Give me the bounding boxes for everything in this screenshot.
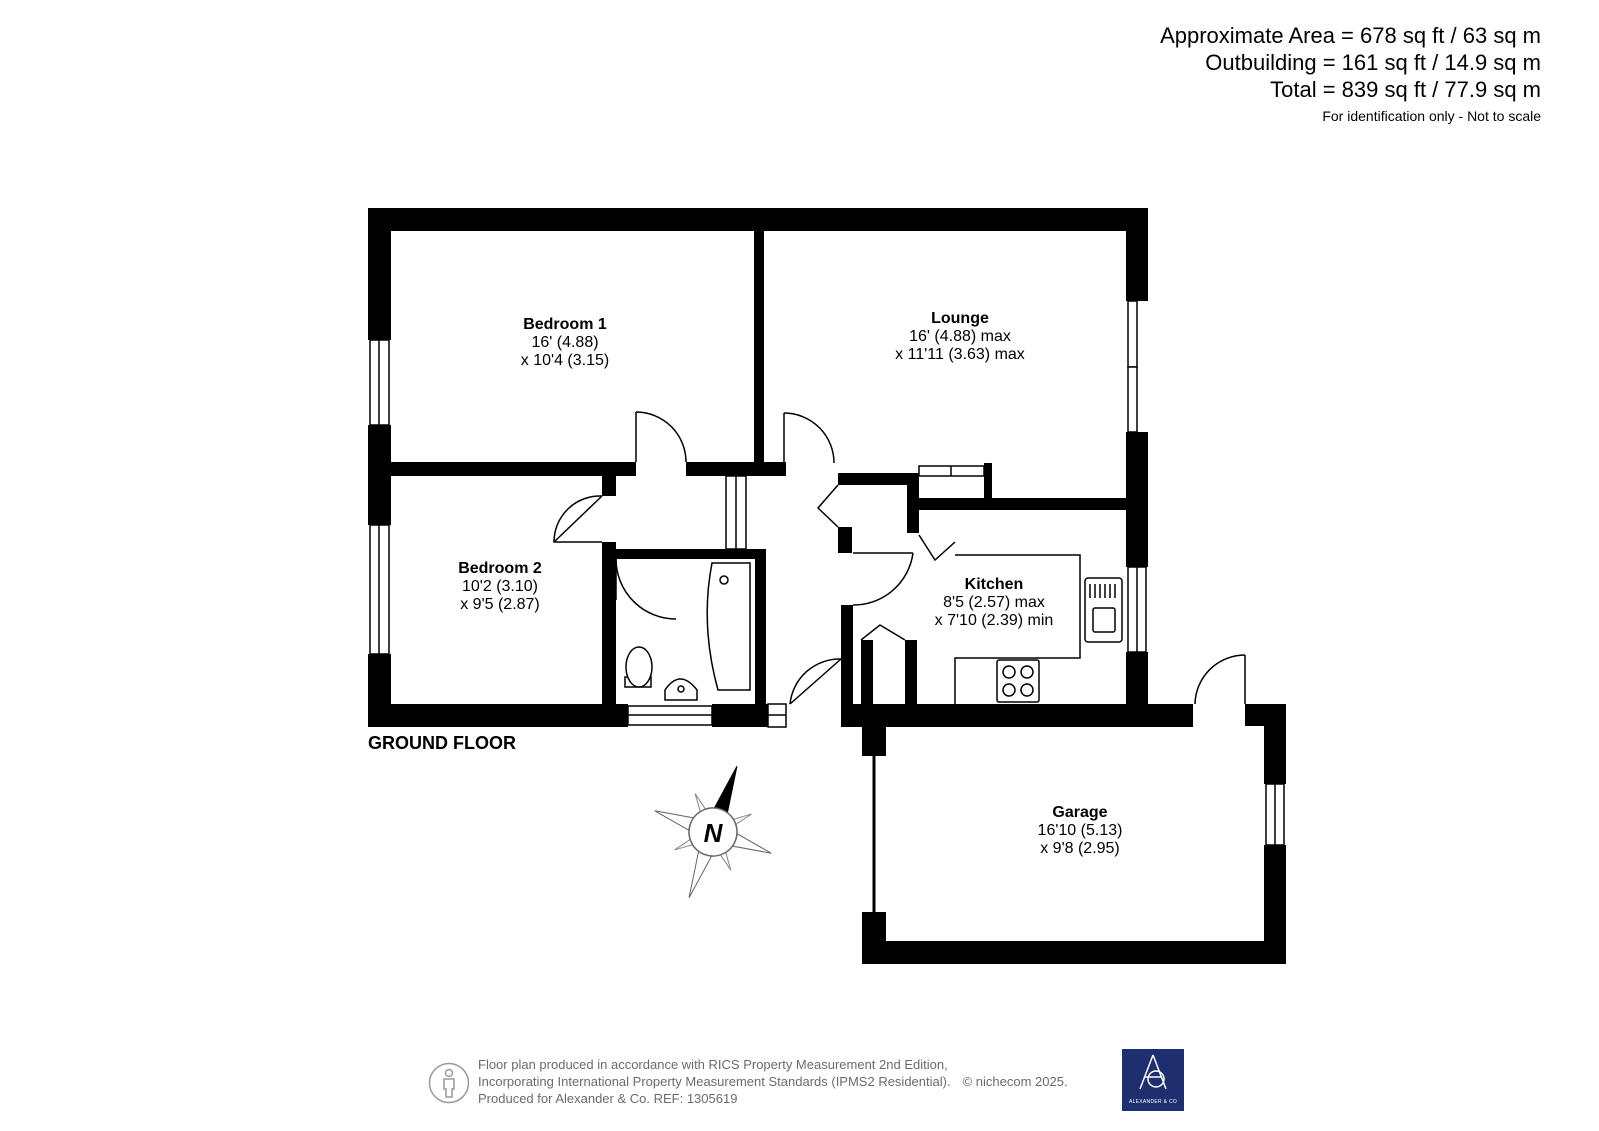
logo-brand-text: ALEXANDER & CO [1128, 1099, 1178, 1105]
room-dimension: x 9'8 (2.95) [1040, 840, 1120, 857]
wall-cupboard-right [907, 473, 919, 533]
floor-label: GROUND FLOOR [368, 733, 516, 753]
wall-bottom-kitchen [841, 704, 1193, 727]
wall-cupboard-left [838, 527, 852, 553]
wall-bed2-right-a [602, 476, 616, 496]
room-name: Garage [1052, 804, 1108, 821]
outbuilding-area: Outbuilding = 161 sq ft / 14.9 sq m [1205, 50, 1541, 75]
wall-cupboard-top [838, 473, 918, 485]
wall-bath-right [755, 549, 766, 704]
wall-bed2-right-b [602, 542, 616, 727]
wall-garage-bottom [862, 941, 1286, 964]
room-bedroom-1: Bedroom 1 16' (4.88) x 10'4 (3.15) [495, 316, 635, 370]
hob [996, 659, 1040, 703]
footer-line: Produced for Alexander & Co. REF: 130561… [478, 1091, 738, 1106]
wall-bottom-1 [368, 704, 628, 727]
area-summary: Approximate Area = 678 sq ft / 63 sq m O… [1160, 22, 1541, 129]
room-dimension: x 9'5 (2.87) [460, 596, 540, 613]
wall-bottom-2 [712, 704, 768, 727]
sink-drainer [1089, 584, 1116, 598]
room-dimension: 16'10 (5.13) [1037, 822, 1123, 839]
total-area: Total = 839 sq ft / 77.9 sq m [1270, 77, 1541, 102]
footer-line: Floor plan produced in accordance with R… [478, 1057, 948, 1072]
approximate-area: Approximate Area = 678 sq ft / 63 sq m [1160, 23, 1541, 48]
footer-text: Floor plan produced in accordance with R… [478, 1056, 951, 1107]
wall-garage-right-1 [1264, 704, 1286, 784]
room-name: Bedroom 2 [458, 560, 542, 577]
ipms-person-icon [428, 1062, 470, 1104]
room-bedroom-2: Bedroom 2 10'2 (3.10) x 9'5 (2.87) [430, 560, 570, 614]
bath [706, 562, 751, 691]
wall-bed1-bed2 [368, 462, 636, 476]
wall-pantry-left [861, 640, 873, 704]
doors [553, 411, 1246, 705]
room-dimension: 10'2 (3.10) [462, 578, 538, 595]
logo-mark-icon [1139, 1054, 1167, 1090]
footer: Floor plan produced in accordance with R… [428, 1056, 1068, 1114]
footer-line: Incorporating International Property Mea… [478, 1074, 951, 1089]
compass-north-letter: N [704, 818, 724, 848]
room-dimension: 16' (4.88) [531, 334, 599, 351]
room-dimension: 16' (4.88) max [909, 328, 1011, 345]
room-dimension: x 10'4 (3.15) [520, 352, 610, 369]
identification-note: For identification only - Not to scale [1322, 108, 1541, 124]
wall-pantry-right [905, 640, 917, 704]
wall-garage-right-2 [1264, 845, 1286, 964]
wall-bath-top-b [678, 549, 764, 559]
compass-drawing [654, 765, 772, 899]
room-name: Bedroom 1 [523, 316, 607, 333]
wall-lounge-stub [984, 463, 992, 503]
room-name: Lounge [931, 310, 989, 327]
window-lounge-b [1127, 366, 1138, 433]
wall-garage-left-top [862, 704, 886, 756]
alexander-co-logo: ALEXANDER & CO [1122, 1049, 1184, 1111]
room-dimension: 8'5 (2.57) max [943, 594, 1045, 611]
walls [368, 208, 1286, 964]
room-kitchen: Kitchen 8'5 (2.57) max x 7'10 (2.39) min [914, 576, 1074, 630]
room-name: Kitchen [964, 576, 1024, 593]
toilet-bowl [625, 646, 653, 688]
window-lounge-a [1127, 300, 1138, 368]
room-lounge: Lounge 16' (4.88) max x 11'11 (3.63) max [870, 310, 1050, 364]
copyright: © nichecom 2025. [962, 1074, 1068, 1089]
room-dimension: x 7'10 (2.39) min [934, 612, 1054, 629]
wall-bed1-hall [686, 462, 786, 476]
wall-bed1-lounge [754, 208, 764, 463]
wall-bath-top-a [616, 549, 678, 559]
wall-lounge-kitchen [919, 498, 1126, 510]
bathroom-fittings [624, 562, 751, 701]
room-garage: Garage 16'10 (5.13) x 9'8 (2.95) [1010, 804, 1150, 858]
wall-right-2 [1126, 432, 1148, 567]
wall-right-1 [1126, 208, 1148, 301]
wall-hall-kitchen [841, 605, 853, 727]
windows [369, 300, 1285, 846]
room-dimension: x 11'11 (3.63) max [895, 346, 1025, 363]
wall-left-1 [368, 208, 391, 340]
